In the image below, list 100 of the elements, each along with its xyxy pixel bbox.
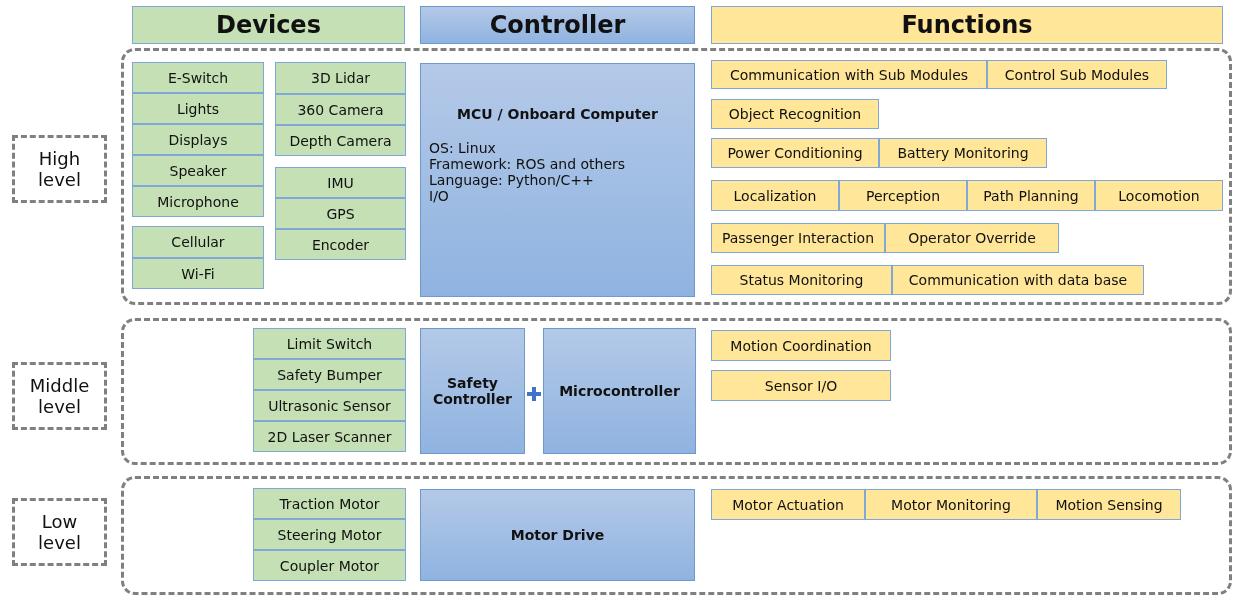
box-label: Locomotion — [1118, 187, 1200, 204]
box-label: Displays — [168, 131, 228, 148]
function-box — [879, 138, 1047, 168]
box-label: Battery Monitoring — [897, 145, 1029, 161]
function-box — [967, 180, 1095, 211]
box-label: Status Monitoring — [739, 272, 864, 288]
box-label: Communication with Sub Modules — [729, 66, 969, 83]
device-box — [132, 186, 264, 217]
spec-line: Framework: ROS and others — [429, 156, 627, 172]
box-label: Steering Motor — [277, 526, 382, 543]
controller-box — [420, 489, 695, 581]
level-band — [121, 476, 1232, 595]
spec-line: I/O — [429, 188, 450, 204]
spec-line: OS: Linux — [429, 140, 497, 156]
function-box — [711, 223, 885, 253]
box-label: Coupler Motor — [279, 557, 380, 574]
device-box — [253, 421, 406, 452]
function-box — [711, 99, 879, 129]
controller-box — [420, 63, 695, 297]
box-label: Cellular — [171, 234, 225, 250]
box-label: Microcontroller — [559, 383, 680, 399]
function-box — [892, 265, 1144, 295]
box-label: Safety Controller — [431, 375, 514, 407]
controller-box — [420, 328, 525, 454]
box-label: Motion Sensing — [1055, 496, 1163, 513]
device-box — [275, 125, 406, 156]
box-label: Middle level — [28, 375, 91, 417]
function-box — [711, 370, 891, 401]
device-box — [253, 550, 406, 581]
box-label: Motor Drive — [510, 527, 605, 543]
device-box — [253, 328, 406, 359]
function-box — [885, 223, 1059, 253]
function-box — [865, 489, 1037, 520]
function-box — [711, 265, 892, 295]
device-box — [275, 94, 406, 125]
function-box — [1095, 180, 1223, 211]
box-label: Traction Motor — [279, 495, 380, 512]
device-box — [132, 124, 264, 155]
box-label: Localization — [733, 187, 817, 204]
device-box — [132, 93, 264, 124]
box-label: 360 Camera — [297, 101, 384, 118]
device-box — [253, 488, 406, 519]
box-label: Power Conditioning — [727, 145, 863, 161]
box-label: High level — [37, 148, 82, 190]
level-band — [121, 318, 1232, 465]
box-label: Path Planning — [983, 187, 1079, 204]
device-box — [132, 258, 264, 289]
device-box — [253, 390, 406, 421]
function-box — [1037, 489, 1181, 520]
box-label: Motor Actuation — [732, 496, 844, 513]
function-box — [711, 180, 839, 211]
box-label: Speaker — [169, 162, 227, 179]
box-label: Functions — [901, 11, 1033, 39]
device-box — [275, 62, 406, 94]
column-header — [420, 6, 695, 44]
function-box — [711, 489, 865, 520]
box-label: Limit Switch — [286, 335, 373, 352]
device-box — [253, 519, 406, 550]
level-label-box — [12, 362, 107, 430]
device-box — [275, 167, 406, 198]
box-label: Controller — [489, 11, 626, 39]
box-label: GPS — [326, 205, 355, 222]
box-label: Perception — [866, 187, 940, 204]
level-band — [121, 48, 1232, 305]
box-label: 2D Laser Scanner — [267, 428, 392, 445]
function-box — [711, 138, 879, 168]
function-box — [711, 60, 987, 89]
box-label: E-Switch — [167, 69, 229, 86]
box-label: Low level — [37, 511, 82, 553]
box-label: Motor Monitoring — [891, 496, 1011, 513]
box-label: Wi-Fi — [181, 265, 215, 282]
box-label: Depth Camera — [289, 132, 392, 149]
box-label: Devices — [216, 11, 321, 39]
box-label: Safety Bumper — [277, 366, 382, 383]
device-box — [253, 359, 406, 390]
box-label: Control Sub Modules — [1004, 66, 1150, 83]
box-label: Operator Override — [908, 230, 1036, 246]
box-label: Passenger Interaction — [721, 230, 875, 246]
device-box — [132, 155, 264, 186]
box-label: 3D Lidar — [310, 70, 371, 86]
box-label: Sensor I/O — [764, 377, 838, 394]
box-label: Encoder — [311, 236, 370, 253]
box-label: Communication with data base — [908, 272, 1128, 288]
column-header — [711, 6, 1223, 44]
function-box — [839, 180, 967, 211]
function-box — [987, 60, 1167, 89]
box-label: IMU — [327, 174, 354, 191]
controller-box — [543, 328, 696, 454]
level-label-box — [12, 498, 107, 566]
box-label: Lights — [176, 100, 220, 117]
box-label: Object Recognition — [728, 106, 862, 122]
box-label: Ultrasonic Sensor — [268, 397, 391, 414]
level-label-box — [12, 135, 107, 203]
box-label: Microphone — [157, 193, 239, 210]
device-box — [132, 62, 264, 93]
column-header — [132, 6, 405, 44]
device-box — [275, 229, 406, 260]
function-box — [711, 330, 891, 361]
device-box — [275, 198, 406, 229]
device-box — [132, 226, 264, 258]
